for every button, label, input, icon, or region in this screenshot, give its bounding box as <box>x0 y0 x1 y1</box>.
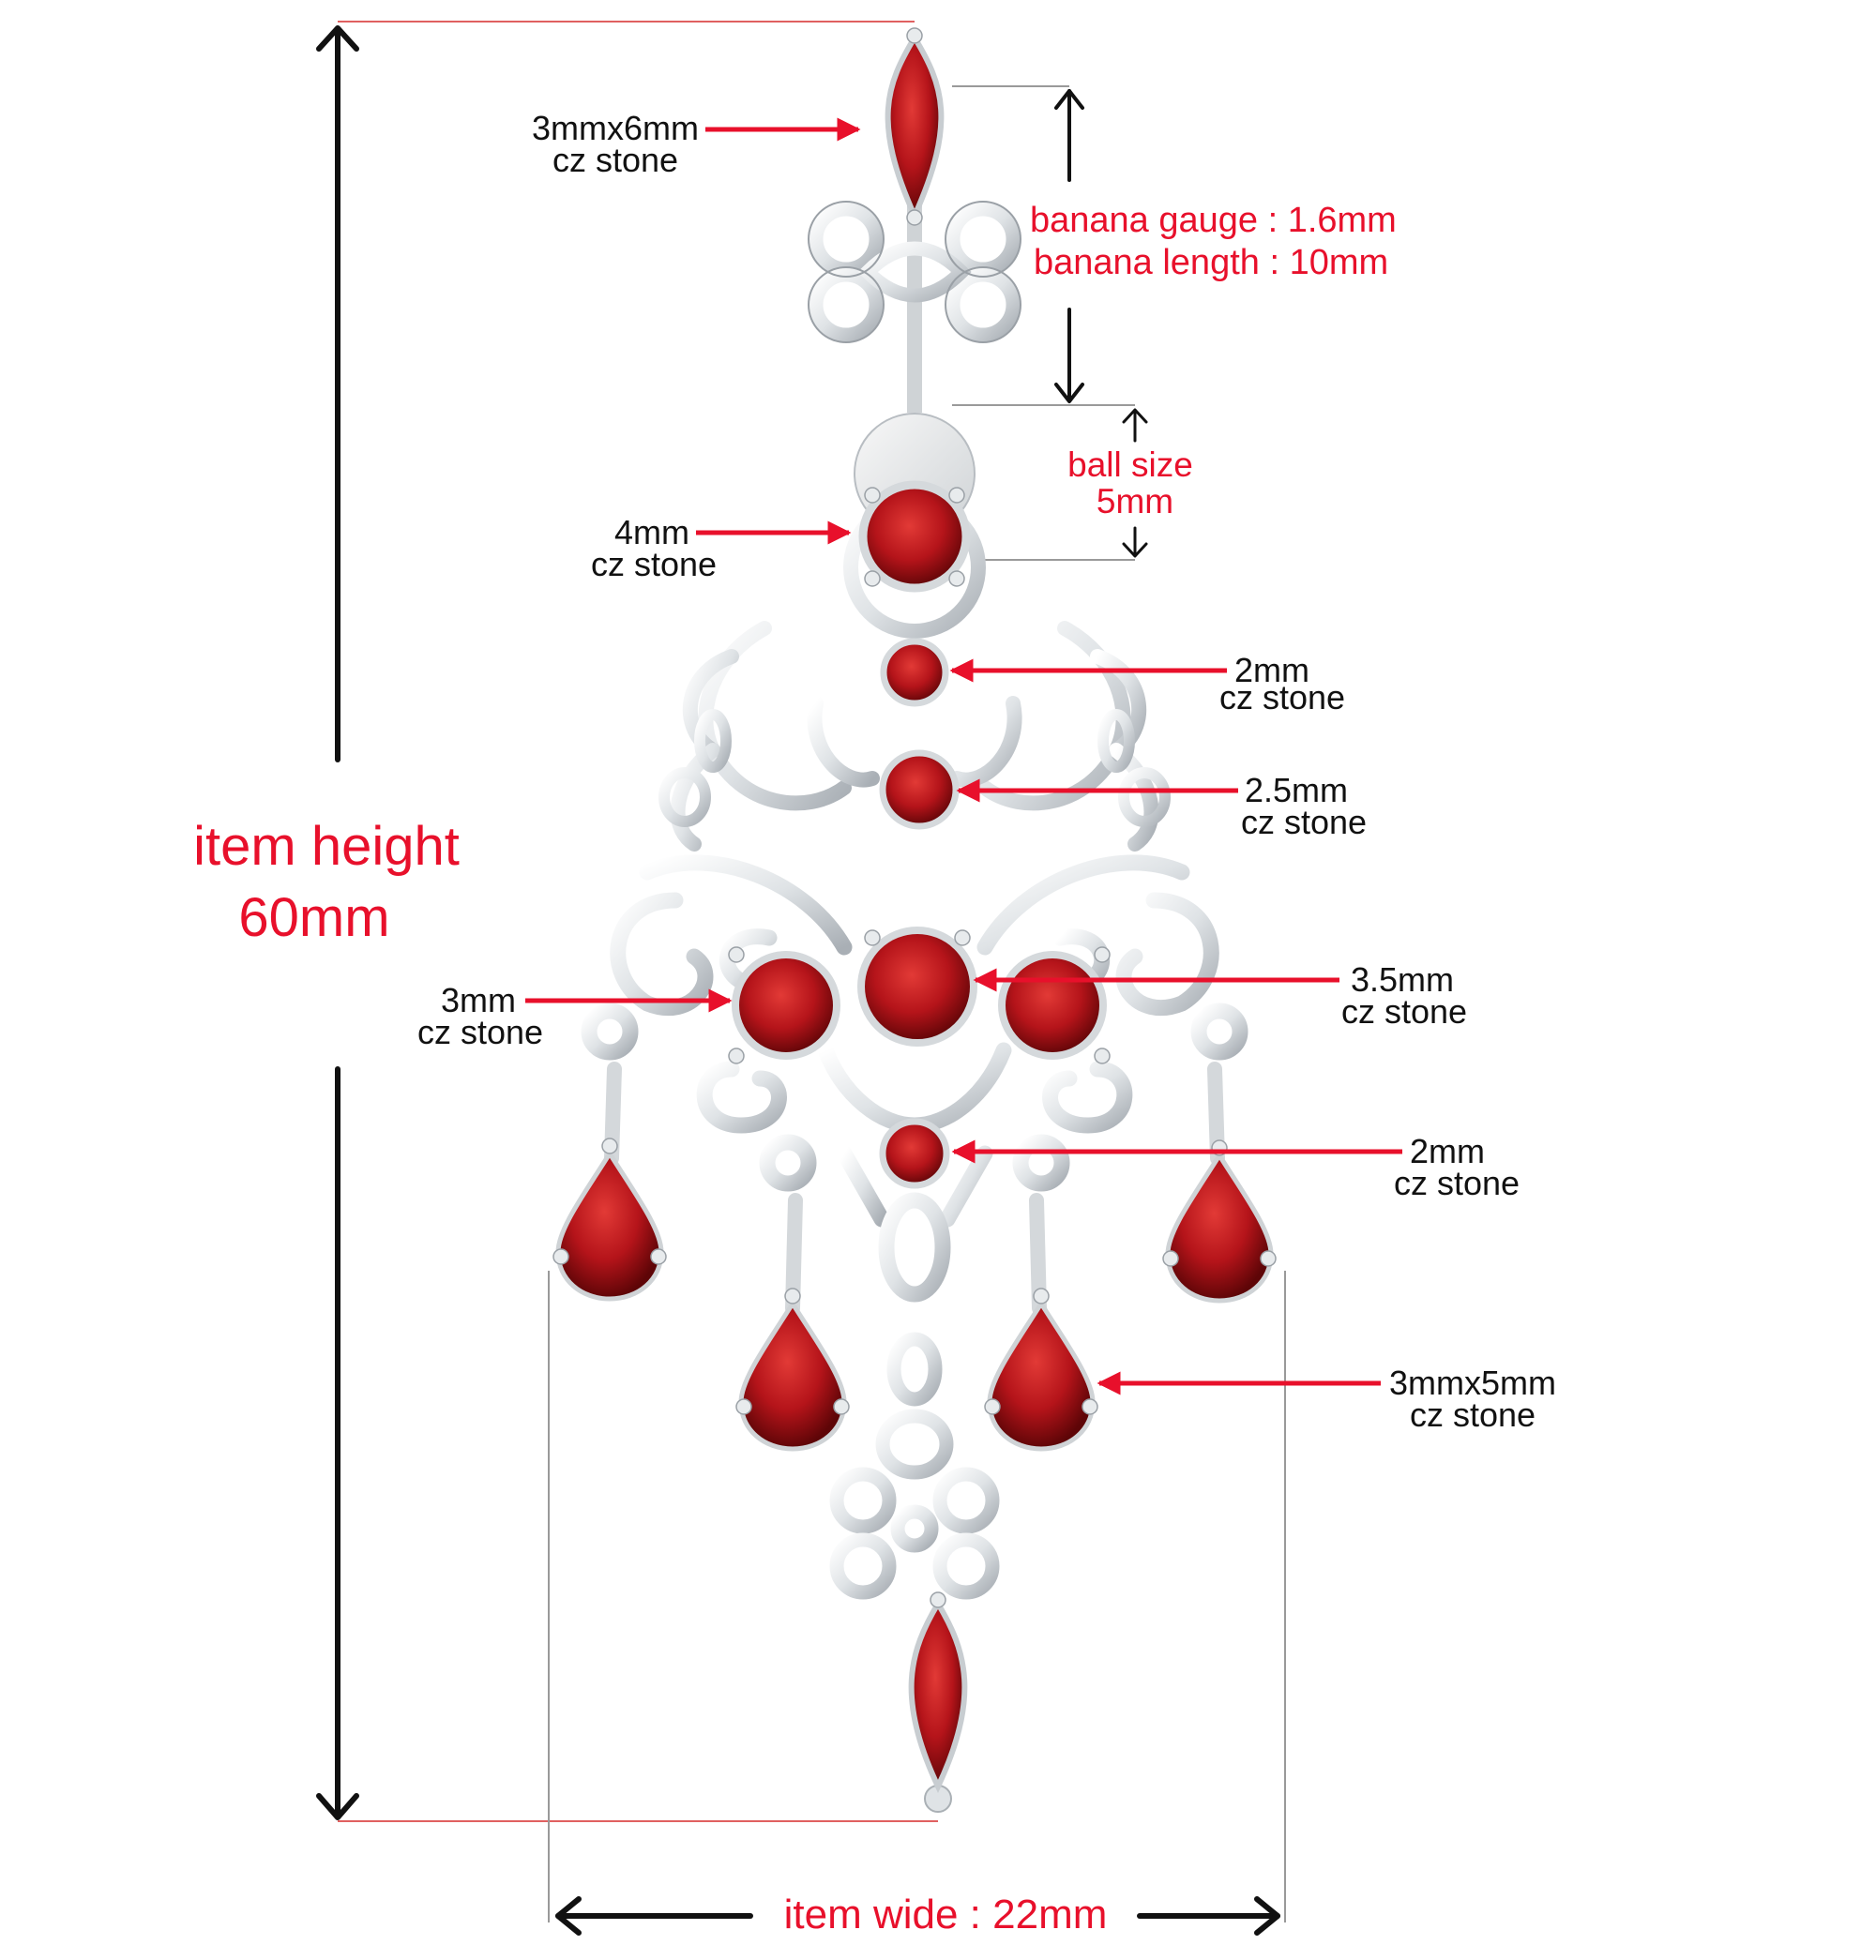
gem-teardrop-inner-left <box>738 1299 847 1452</box>
callout-type: cz stone <box>1341 992 1467 1031</box>
guide-lines <box>338 21 1286 1922</box>
ball-size-dimension <box>1122 408 1148 558</box>
callout-size: 3mm <box>441 981 516 1019</box>
callout-2mm-upper: 2mm cz stone <box>949 651 1345 716</box>
callout-type: cz stone <box>1394 1164 1520 1202</box>
callout-type: cz stone <box>1219 678 1345 716</box>
gem-2-5mm <box>879 749 960 830</box>
height-arrowhead-top <box>316 25 359 52</box>
callout-2-5mm: 2.5mm cz stone <box>956 771 1367 841</box>
ball-size-label: ball size <box>1067 445 1193 484</box>
callout-type: cz stone <box>1241 803 1367 841</box>
callout-type: cz stone <box>417 1013 543 1051</box>
stone-callouts: 3mmx6mm cz stone 4mm cz stone 2mm cz sto… <box>417 109 1556 1434</box>
callout-size: 3mmx5mm <box>1389 1364 1556 1402</box>
callout-size: 2mm <box>1410 1132 1485 1170</box>
banana-length-label: banana length : 10mm <box>1034 243 1388 282</box>
gem-teardrop-outer-right <box>1165 1151 1274 1304</box>
gem-teardrop-inner-right <box>987 1299 1096 1452</box>
ball-size-value: 5mm <box>1097 482 1173 520</box>
callout-4mm: 4mm cz stone <box>591 513 852 583</box>
gem-3mm-right <box>998 951 1107 1060</box>
callout-3-5mm: 3.5mm cz stone <box>973 960 1467 1031</box>
gem-teardrop-outer-left <box>555 1149 664 1302</box>
callout-3mm: 3mm cz stone <box>417 981 733 1051</box>
callout-size: 2mm <box>1234 651 1309 689</box>
banana-gauge-label: banana gauge : 1.6mm <box>1030 201 1397 240</box>
prongs <box>552 27 1277 1608</box>
top-filigree-texture <box>808 201 1021 343</box>
item-height-value: 60mm <box>238 887 389 948</box>
item-height-dimension <box>316 25 359 1820</box>
side-chains <box>658 709 1171 827</box>
callout-size: 3mmx6mm <box>532 109 699 147</box>
item-wide-dimension <box>555 1896 1280 1936</box>
callout-3mmx6mm: 3mmx6mm cz stone <box>532 109 861 179</box>
top-filigree <box>809 202 1021 342</box>
gem-top-marquise <box>885 32 945 223</box>
callout-3mmx5mm: 3mmx5mm cz stone <box>1097 1364 1556 1434</box>
wide-arrowhead-right <box>1254 1896 1280 1936</box>
gem-3-5mm <box>857 927 977 1047</box>
callout-size: 3.5mm <box>1351 960 1454 999</box>
height-arrowhead-bottom <box>316 1793 359 1820</box>
wide-arrowhead-left <box>555 1896 582 1936</box>
gem-2mm-upper <box>880 638 949 707</box>
callout-size: 2.5mm <box>1245 771 1348 809</box>
callout-type: cz stone <box>591 545 717 583</box>
gem-bottom-marquise <box>908 1598 968 1794</box>
gem-4mm <box>858 480 971 593</box>
callout-type: cz stone <box>1410 1395 1536 1434</box>
callout-size: 4mm <box>614 513 689 551</box>
banana-arrowhead-top <box>1054 89 1084 110</box>
middle-filigree <box>581 854 1248 1303</box>
callout-2mm-lower: 2mm cz stone <box>951 1132 1520 1202</box>
bottom-filigree <box>829 1332 1000 1600</box>
gem-2mm-lower <box>879 1118 950 1189</box>
belly-ring-illustration <box>552 27 1277 1813</box>
banana-arrowhead-bottom <box>1054 383 1084 403</box>
banana-length-dimension <box>1054 89 1084 403</box>
ball-arrowhead-top <box>1122 408 1148 424</box>
callout-type: cz stone <box>552 141 678 179</box>
ball-arrowhead-bottom <box>1122 542 1148 558</box>
gem-3mm-left <box>732 951 840 1060</box>
item-wide-label: item wide : 22mm <box>784 1892 1108 1937</box>
item-height-label: item height <box>193 816 460 877</box>
